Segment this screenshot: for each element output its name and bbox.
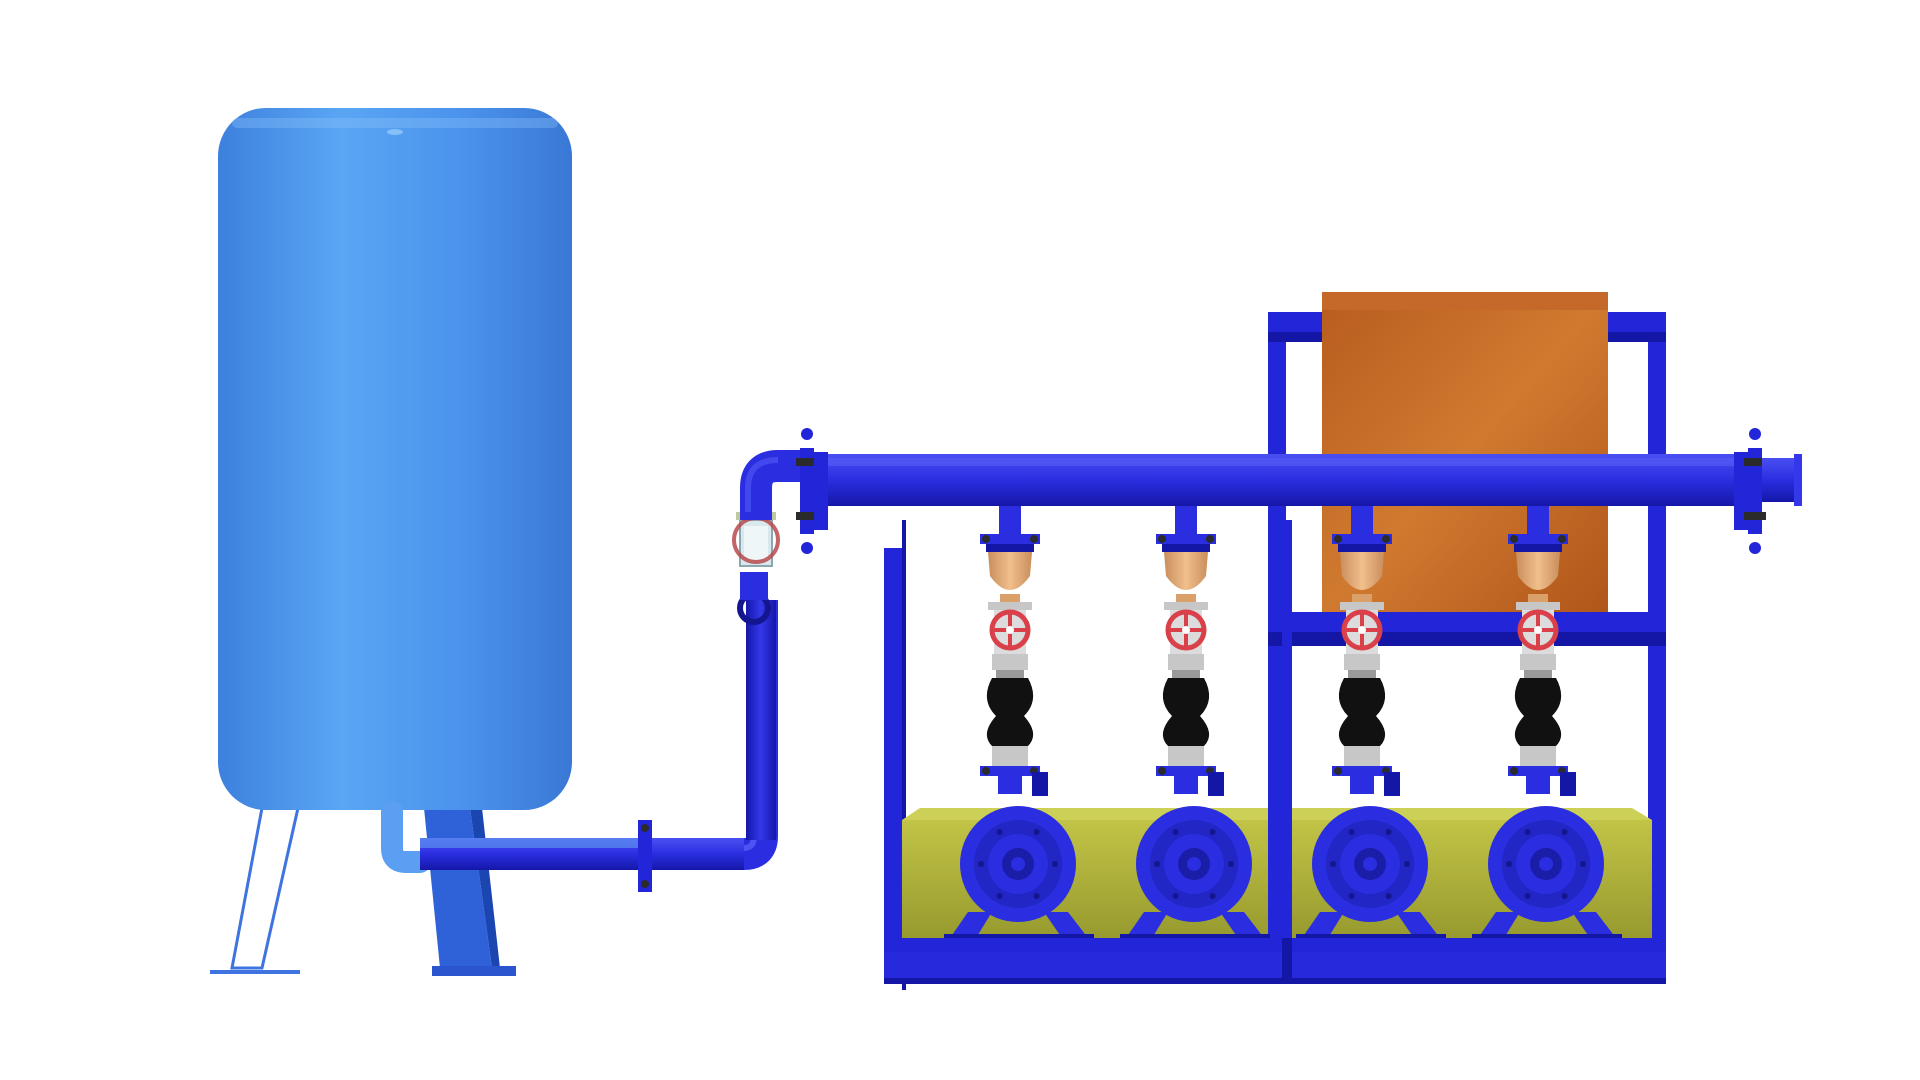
flexible-connector (1162, 678, 1210, 746)
pump-foot-left (1302, 912, 1344, 938)
pump-flange (1156, 766, 1216, 776)
branch-flange (1508, 534, 1568, 544)
flexible-connector (1338, 678, 1386, 746)
riser-valve (732, 512, 780, 567)
pump-array (944, 506, 1622, 940)
pipe-flange (638, 820, 652, 892)
flexible-connector (1514, 678, 1562, 746)
valve-handwheel-icon (1165, 609, 1207, 651)
pump-flange (980, 766, 1040, 776)
check-valve-body (1516, 552, 1560, 590)
check-valve-body (1340, 552, 1384, 590)
pump-foot-left (1126, 912, 1168, 938)
tank-leg-left (210, 806, 300, 974)
pump-foot-right (1572, 912, 1616, 938)
pump-foot-right (1044, 912, 1088, 938)
branch-flange (1156, 534, 1216, 544)
pressure-tank (210, 108, 572, 976)
check-valve-body (1164, 552, 1208, 590)
valve-handwheel-icon (1341, 609, 1383, 651)
pump-assembly-3 (1296, 506, 1446, 940)
tank-leg-right (424, 808, 516, 976)
pump-assembly-1 (944, 506, 1094, 940)
tank-outlet-elbow (381, 801, 431, 873)
check-valve-body (988, 552, 1032, 590)
pump-assembly-4 (1472, 506, 1622, 940)
valve-handwheel-icon (1517, 609, 1559, 651)
pump-foot-right (1396, 912, 1440, 938)
pump-flange (1508, 766, 1568, 776)
skid-base (884, 938, 1666, 984)
pump-foot-left (950, 912, 992, 938)
branch-flange (1332, 534, 1392, 544)
pump-assembly-2 (1120, 506, 1270, 940)
pump-foot-left (1478, 912, 1520, 938)
discharge-header (796, 428, 1802, 554)
tank-body (218, 108, 572, 810)
pump-flange (1332, 766, 1392, 776)
tank-connection-pipe (420, 450, 800, 892)
check-valve (737, 572, 771, 625)
pump-foot-right (1220, 912, 1264, 938)
valve-handwheel-icon (989, 609, 1031, 651)
branch-flange (980, 534, 1040, 544)
flexible-connector (986, 678, 1034, 746)
